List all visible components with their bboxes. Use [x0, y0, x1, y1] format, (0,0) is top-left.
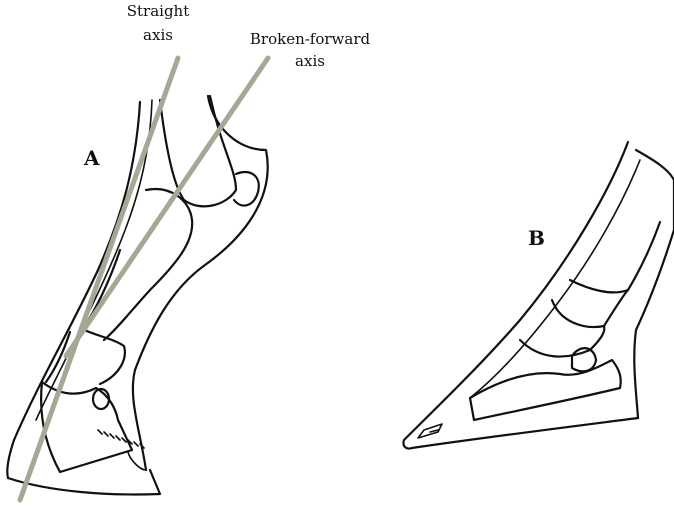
hoof-b-bones — [417, 220, 662, 439]
broken-forward-axis-label-line2: axis — [295, 52, 325, 70]
broken-forward-axis-line — [63, 55, 271, 359]
broken-forward-axis-label-line1: Broken-forward — [249, 30, 371, 48]
panel-label-a: A — [84, 146, 100, 170]
panel-label-b: B — [528, 226, 545, 250]
straight-axis-line — [17, 55, 181, 503]
hoof-a-bones — [40, 94, 260, 474]
straight-axis-label-line1: Straight — [126, 2, 190, 20]
hoof-b-outline — [402, 140, 674, 450]
straight-axis-label-line2: axis — [143, 26, 173, 44]
